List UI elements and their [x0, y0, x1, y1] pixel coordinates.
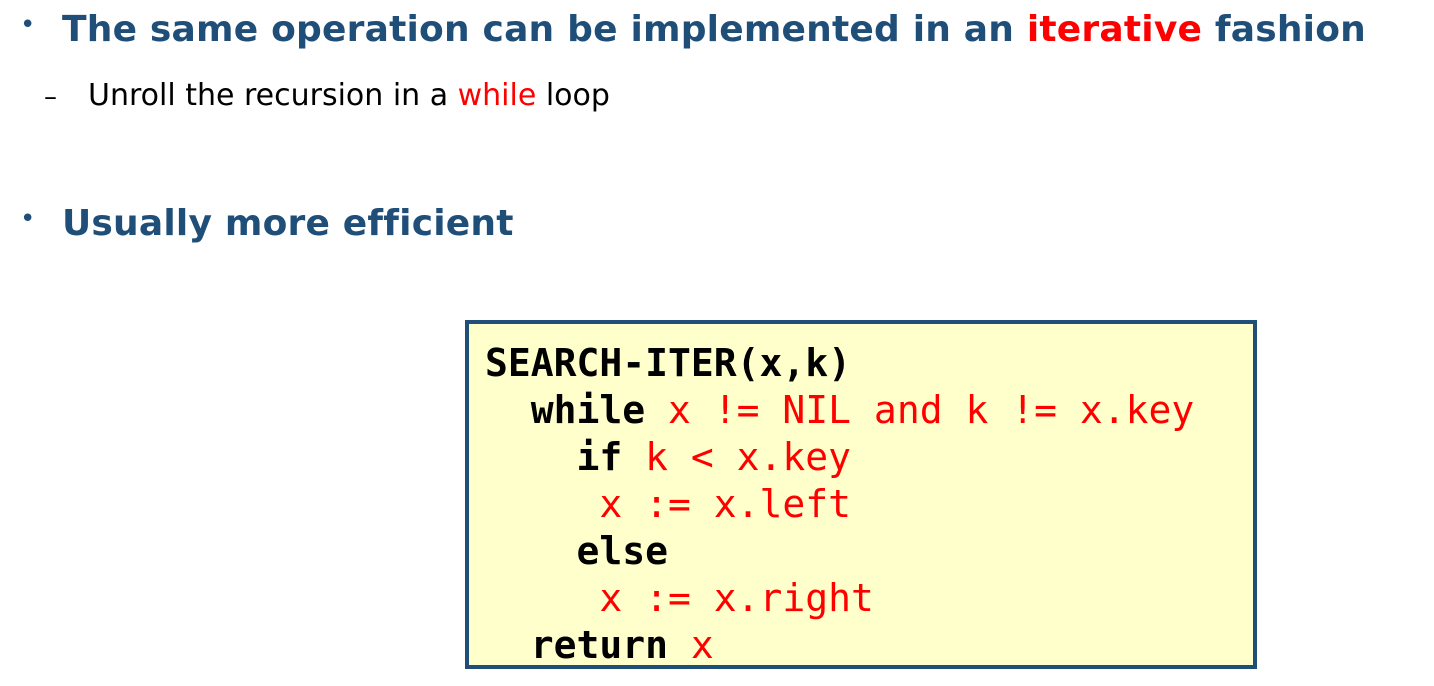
- bullet-text-before: The same operation can be implemented in…: [62, 9, 1027, 50]
- code-line-assign-left: x := x.left: [485, 482, 851, 526]
- code-rest: x := x.left: [599, 482, 852, 526]
- code-rest: x: [668, 623, 714, 667]
- bullet-highlight-iterative: iterative: [1026, 9, 1203, 50]
- sub-bullet-text: Unroll the recursion in a while loop: [88, 78, 610, 113]
- code-line-else: else: [485, 529, 669, 573]
- pseudocode: SEARCH-ITER(x,k) while x != NIL and k !=…: [485, 340, 1194, 669]
- code-line-return: return x: [485, 623, 714, 667]
- code-keyword-while: while: [530, 388, 646, 432]
- code-rest: x := x.right: [599, 576, 874, 620]
- sub-bullet-highlight-while: while: [457, 78, 537, 113]
- code-line-assign-right: x := x.right: [485, 576, 874, 620]
- bullet-dot-icon: •: [20, 204, 36, 234]
- sub-bullet-dash-icon: –: [44, 82, 57, 112]
- sub-bullet-unroll: – Unroll the recursion in a while loop: [44, 78, 610, 113]
- code-rest: x != NIL and k != x.key: [645, 388, 1195, 432]
- bullet-text-after: fashion: [1202, 9, 1366, 50]
- bullet-text: The same operation can be implemented in…: [62, 12, 1366, 48]
- code-rest: k < x.key: [622, 435, 852, 479]
- code-keyword-else: else: [576, 529, 669, 573]
- code-keyword-if: if: [576, 435, 623, 479]
- bullet-dot-icon: •: [20, 10, 36, 40]
- sub-bullet-after: loop: [536, 78, 610, 113]
- pseudocode-box: SEARCH-ITER(x,k) while x != NIL and k !=…: [465, 320, 1257, 669]
- code-line-while: while x != NIL and k != x.key: [485, 388, 1194, 432]
- code-line-if: if k < x.key: [485, 435, 852, 479]
- bullet-text: Usually more efficient: [62, 203, 514, 244]
- code-signature: SEARCH-ITER(x,k): [485, 341, 852, 385]
- sub-bullet-before: Unroll the recursion in a: [88, 78, 458, 113]
- code-keyword-return: return: [530, 623, 669, 667]
